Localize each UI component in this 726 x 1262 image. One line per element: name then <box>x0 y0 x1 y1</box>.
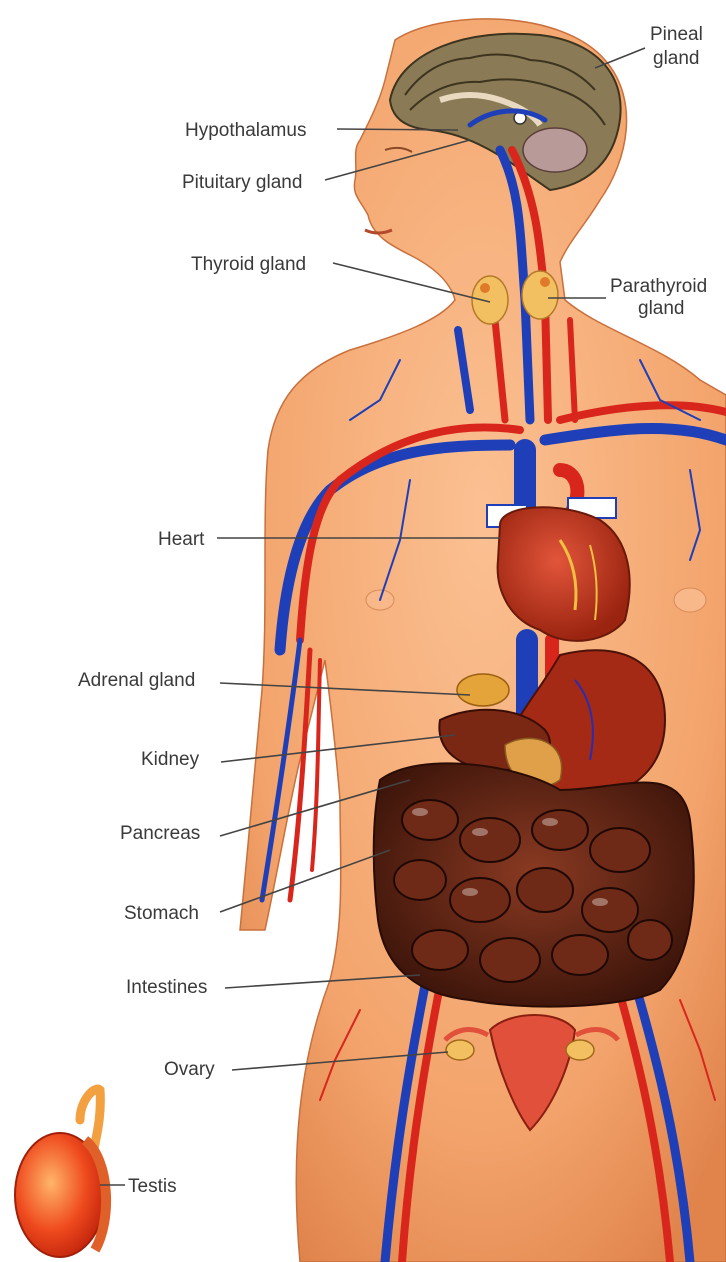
label-parathyroid-line1: Parathyroid <box>610 276 707 297</box>
label-pineal-gland-line1: Pineal <box>650 24 703 45</box>
label-heart: Heart <box>158 529 205 550</box>
label-pancreas: Pancreas <box>120 823 200 844</box>
intestines <box>374 763 694 1006</box>
label-kidney: Kidney <box>141 749 200 770</box>
testis-illustration <box>15 1089 106 1257</box>
label-parathyroid-line2: gland <box>638 298 685 319</box>
label-pituitary-gland: Pituitary gland <box>182 172 302 193</box>
label-adrenal-gland: Adrenal gland <box>78 670 195 691</box>
label-thyroid-gland: Thyroid gland <box>191 254 306 275</box>
label-intestines: Intestines <box>126 977 207 998</box>
label-testis: Testis <box>128 1176 177 1197</box>
label-stomach: Stomach <box>124 903 199 924</box>
label-hypothalamus: Hypothalamus <box>185 120 306 141</box>
label-ovary: Ovary <box>164 1059 215 1080</box>
label-pineal-gland-line2: gland <box>653 48 700 69</box>
body-silhouette <box>240 19 726 1262</box>
